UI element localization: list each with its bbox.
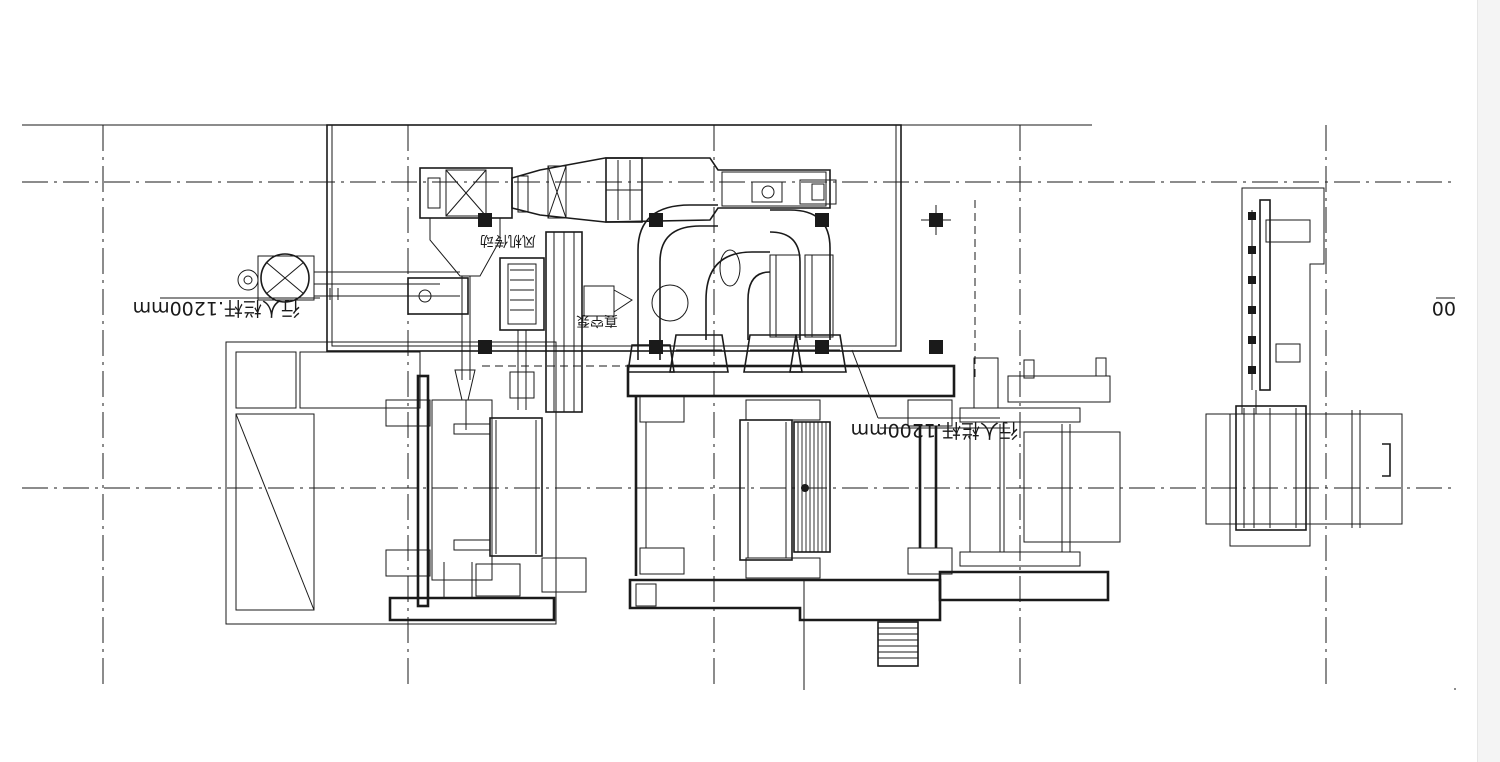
press-roll-unit-left	[225, 341, 587, 625]
fan-drive-tag: 风机传动	[480, 232, 536, 248]
column-markers	[478, 205, 951, 354]
fan-duct-assembly	[419, 157, 837, 430]
building-outline	[326, 124, 976, 380]
winder-unit-right	[938, 357, 1121, 602]
annotations: 行人栏杆.1200mm 行人栏杆.1200mm 00 风机传动 真空泵	[133, 232, 1456, 441]
railing-note-right: 行人栏杆.1200mm	[851, 419, 1018, 441]
right-edge-fragment: 00	[1432, 297, 1456, 319]
pump-tag: 真空泵	[576, 312, 618, 328]
drive-gear-stack	[482, 231, 633, 413]
dryer-unit-middle	[626, 349, 1000, 690]
unwind-stand-right	[1205, 187, 1403, 547]
railing-note-left: 行人栏杆.1200mm	[133, 297, 300, 319]
vertical-scrollbar[interactable]	[1477, 0, 1500, 762]
vacuum-pump-left	[237, 253, 469, 315]
axis-grid	[22, 124, 1456, 690]
